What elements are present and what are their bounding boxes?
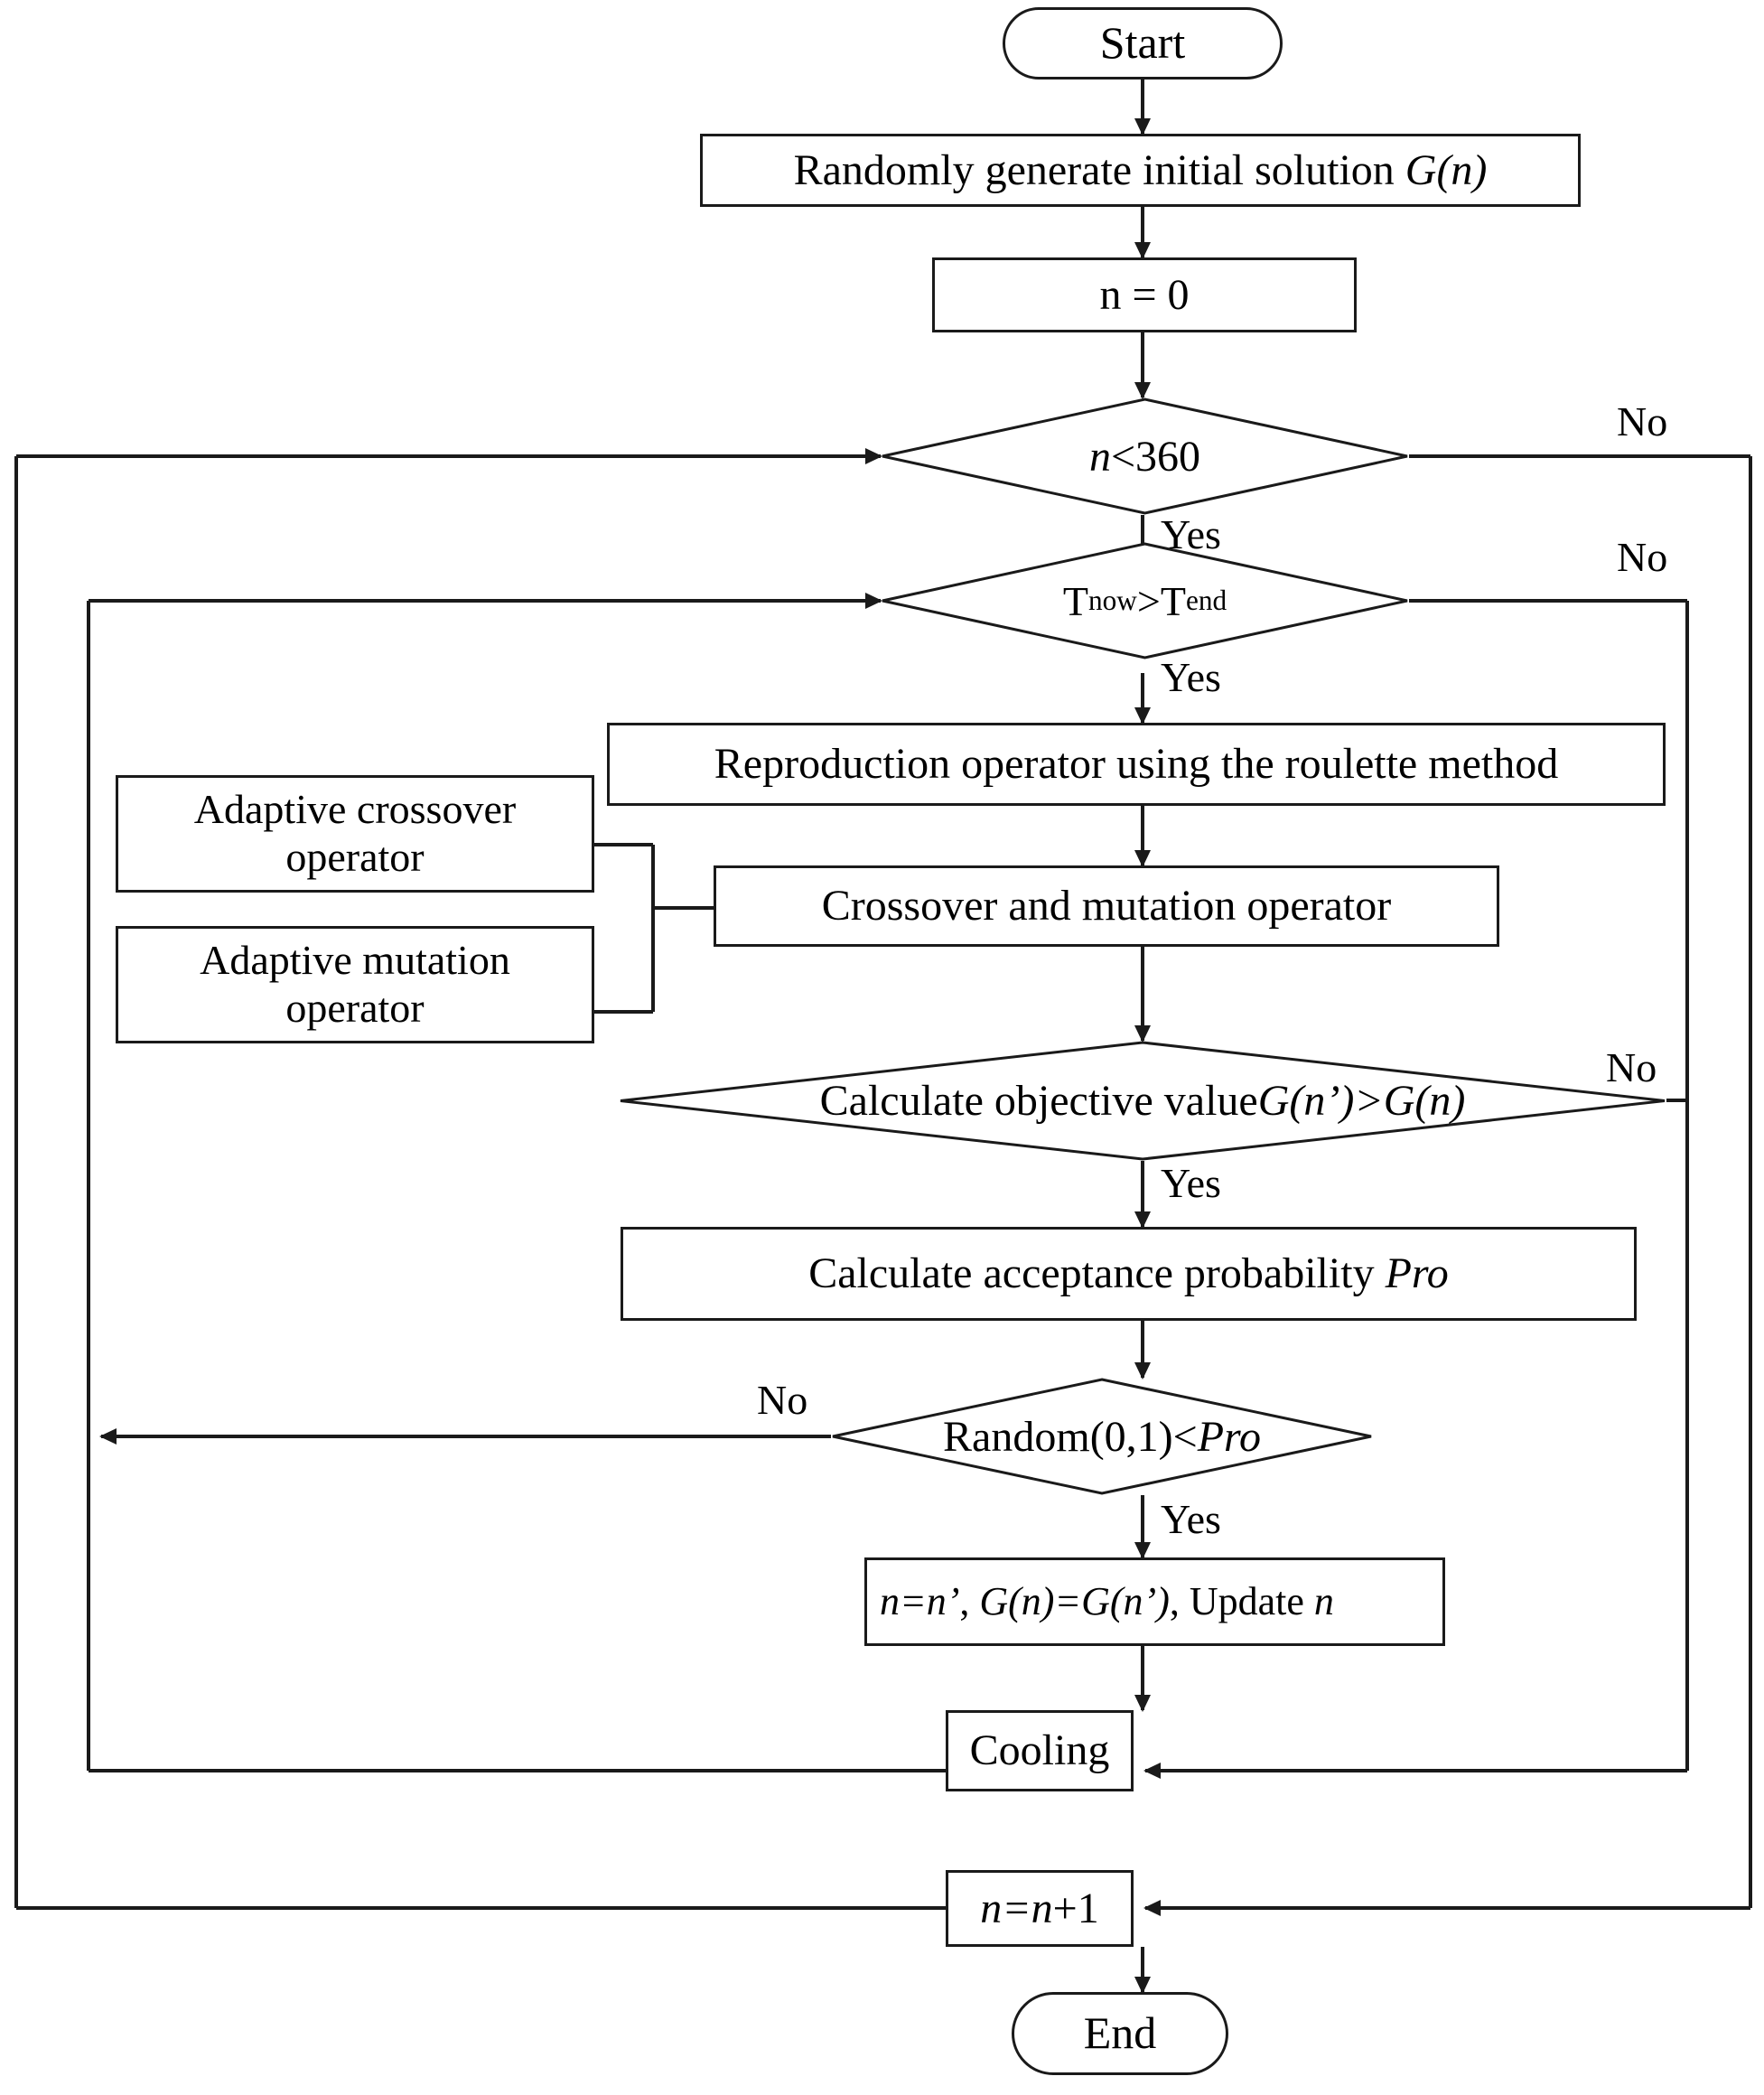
node-crossover-mutation-operator-label: Crossover and mutation operator [821, 882, 1392, 931]
node-update-solution[interactable]: n=n’, G(n)=G(n’), Update n [864, 1557, 1445, 1646]
node-n-zero[interactable]: n = 0 [932, 257, 1357, 332]
node-acceptance-probability[interactable]: Calculate acceptance probability Pro [621, 1227, 1637, 1321]
diamond-shape [832, 1378, 1372, 1495]
node-increment-n-label: n=n+1 [980, 1884, 1099, 1932]
node-reproduction-operator[interactable]: Reproduction operator using the roulette… [607, 723, 1666, 806]
node-init-solution[interactable]: Randomly generate initial solution G(n) [700, 134, 1581, 207]
node-decision-n-lt-360[interactable]: n<360 [881, 397, 1409, 515]
node-start-label: Start [1099, 17, 1186, 69]
node-reproduction-operator-label: Reproduction operator using the roulette… [714, 740, 1559, 789]
node-decision-random-vs-pro-label: Random(0,1)<Pro [943, 1412, 1261, 1461]
node-decision-random-vs-pro[interactable]: Random(0,1)<Pro [831, 1378, 1373, 1495]
edge-label-yes-objective: Yes [1161, 1160, 1221, 1206]
node-decision-objective-value-label: Calculate objective value G(n’)>G(n) [819, 1077, 1466, 1125]
node-start[interactable]: Start [1003, 7, 1283, 79]
edge-label-no-random: No [757, 1377, 808, 1423]
node-decision-objective-value[interactable]: Calculate objective value G(n’)>G(n) [619, 1041, 1666, 1161]
edge-label-yes-random: Yes [1161, 1496, 1221, 1542]
edge-label-no-objective: No [1606, 1044, 1657, 1090]
node-acceptance-probability-label: Calculate acceptance probability Pro [808, 1249, 1449, 1298]
node-update-solution-label: n=n’, G(n)=G(n’), Update n [880, 1578, 1334, 1623]
node-init-solution-label: Randomly generate initial solution G(n) [793, 145, 1488, 194]
node-crossover-mutation-operator[interactable]: Crossover and mutation operator [714, 865, 1499, 947]
edge-label-yes-n360: Yes [1161, 511, 1221, 557]
edge-label-no-n360: No [1617, 398, 1668, 444]
node-cooling[interactable]: Cooling [946, 1710, 1134, 1791]
diamond-shape [882, 542, 1408, 659]
node-n-zero-label: n = 0 [1099, 270, 1190, 319]
edge-label-yes-temp: Yes [1161, 654, 1221, 700]
node-cooling-label: Cooling [969, 1726, 1110, 1775]
node-end[interactable]: End [1012, 1992, 1228, 2075]
diamond-shape [882, 397, 1408, 515]
node-end-label: End [1083, 2007, 1157, 2059]
diamond-shape [620, 1041, 1666, 1161]
node-decision-n-lt-360-label: n<360 [1088, 432, 1201, 481]
node-increment-n[interactable]: n=n+1 [946, 1870, 1134, 1947]
edge-label-no-temp: No [1617, 534, 1668, 580]
